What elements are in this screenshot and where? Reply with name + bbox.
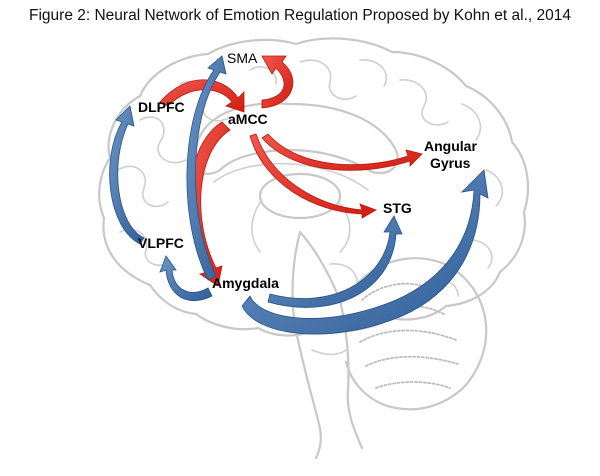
arrow-amcc-to-angular-gyrus [261,133,423,171]
label-dlpfc: DLPFC [138,99,185,115]
region-labels: SMA DLPFC aMCC Angular Gyrus STG VLPFC A… [138,50,477,291]
arrow-dlpfc-to-amcc [159,79,245,113]
arrow-vlpfc-to-dlpfc [109,105,145,245]
arrow-amcc-to-sma [261,55,294,109]
arrow-amygdala-to-sma [186,55,227,281]
arrow-amygdala-to-stg [267,215,403,308]
label-vlpfc: VLPFC [138,235,184,251]
arrow-amygdala-to-angular-gyrus [241,169,489,335]
label-amcc: aMCC [228,111,268,127]
label-gyrus: Gyrus [430,155,471,171]
arrow-amygdala-to-vlpfc [159,255,213,301]
label-sma: SMA [227,50,258,66]
arrow-amcc-to-stg [249,133,377,219]
label-stg: STG [383,200,412,216]
blue-arrows [109,55,489,335]
label-amygdala: Amygdala [212,275,279,291]
label-angular: Angular [424,138,477,154]
figure-title: Figure 2: Neural Network of Emotion Regu… [29,7,571,24]
